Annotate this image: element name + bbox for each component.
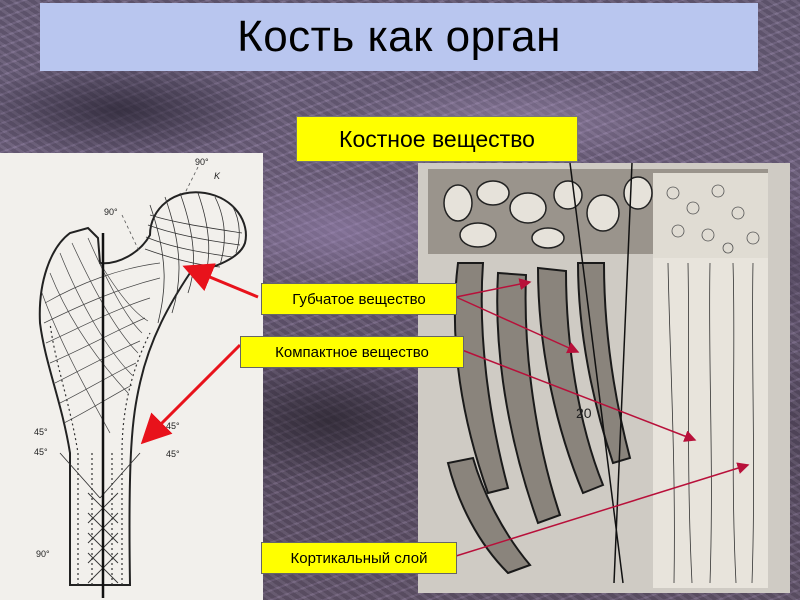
angle-label: 45°: [34, 447, 48, 457]
femur-trabecular-diagram: 90° K 90° 45° 45° 45° 45° 90°: [0, 153, 263, 600]
angle-label: 90°: [36, 549, 50, 559]
label-compact-substance: Компактное вещество: [240, 336, 464, 368]
angle-label: 90°: [104, 207, 118, 217]
head-trabeculae: [144, 192, 243, 324]
bone-section-drawing: 20: [418, 163, 790, 593]
title-banner: Кость как орган: [40, 3, 758, 71]
label-spongy-substance: Губчатое вещество: [261, 283, 457, 315]
shaft-trabeculae: [59, 452, 141, 584]
guide-lines: [121, 166, 199, 254]
cortical-cells: [653, 173, 768, 258]
section-drawing: 20: [418, 163, 790, 593]
femur-drawing: 90° K 90° 45° 45° 45° 45° 90°: [34, 157, 247, 598]
figure-number: 20: [576, 405, 592, 421]
angle-label: 45°: [166, 449, 180, 459]
trabecular-spaces: [443, 176, 653, 249]
femur-outline: [38, 191, 247, 586]
angle-label: 90°: [195, 157, 209, 167]
cortex-lines: [49, 322, 151, 585]
slide-subtitle: Костное вещество: [339, 125, 535, 152]
angle-label: 45°: [34, 427, 48, 437]
letter-label: K: [214, 171, 221, 181]
label-cortical-layer: Кортикальный слой: [261, 542, 457, 574]
subtitle-banner: Костное вещество: [296, 116, 578, 162]
slide-title: Кость как орган: [237, 12, 561, 61]
angle-label: 45°: [166, 421, 180, 431]
osteon-rings: [666, 184, 760, 254]
